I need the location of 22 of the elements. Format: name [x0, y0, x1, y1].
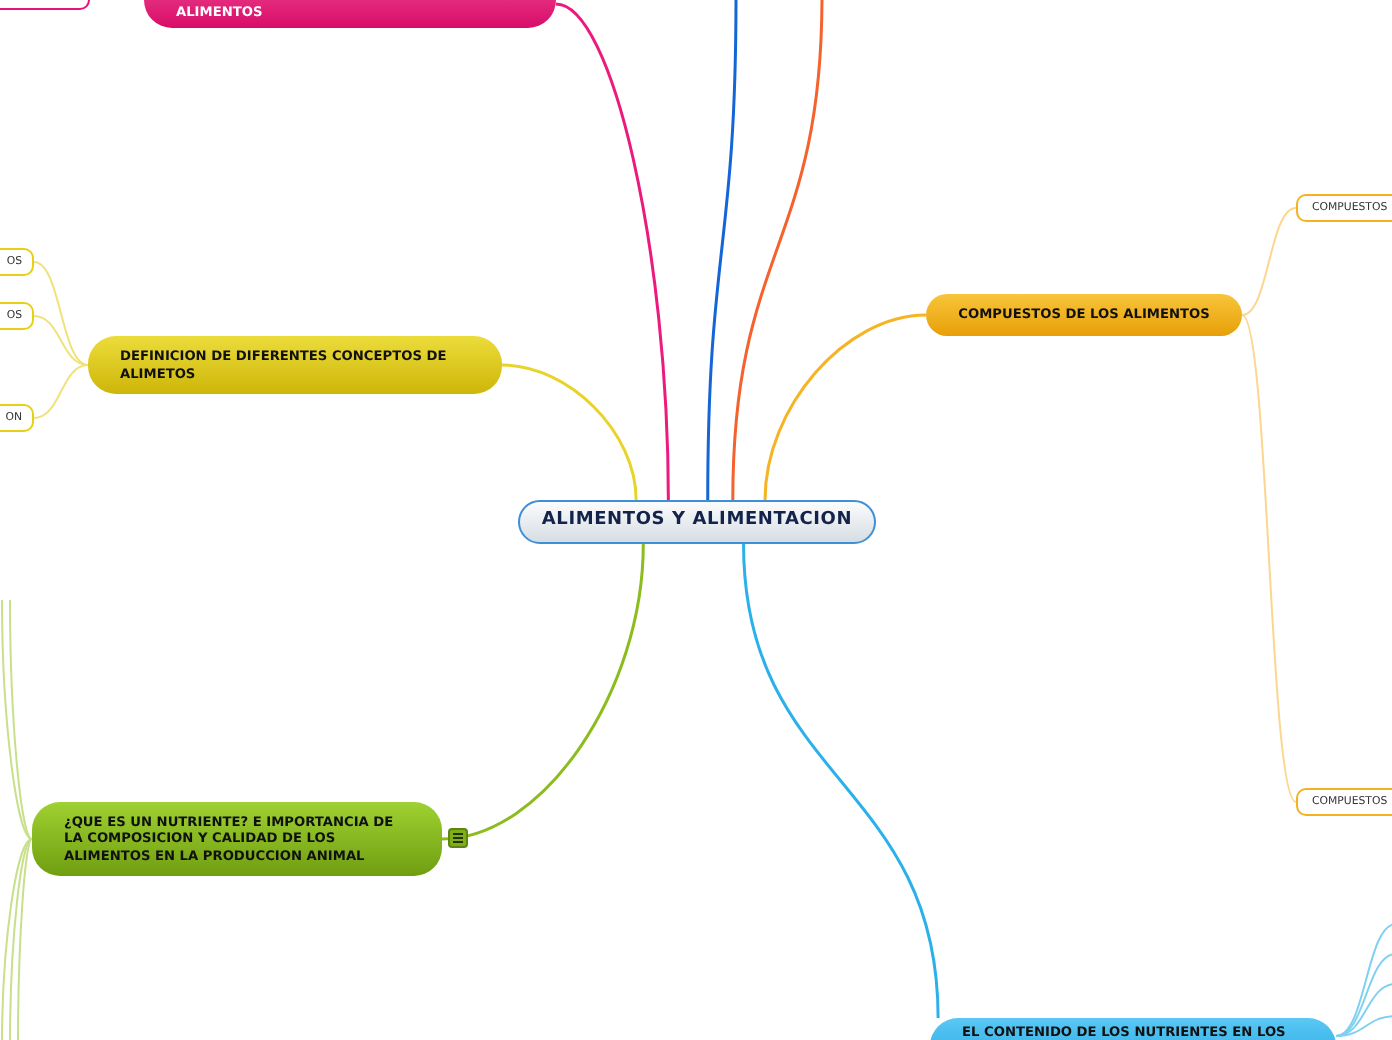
branch-line: [17, 838, 33, 1040]
branch-line: [9, 599, 33, 840]
branch-line: [9, 838, 33, 1040]
branch-line: [33, 261, 89, 366]
branch-line: [33, 364, 89, 419]
branch-line: [441, 543, 645, 841]
branch-line: [706, 0, 738, 500]
branch-line: [501, 363, 638, 501]
branch-line: [1335, 923, 1392, 1037]
central-topic: ALIMENTOS Y ALIMENTACION: [518, 500, 876, 544]
branch-line: [1335, 1015, 1392, 1037]
branch-line: [33, 315, 89, 366]
branch-line: [1, 599, 33, 840]
branch-line: [1241, 207, 1297, 316]
branch-line: [742, 543, 940, 1019]
branch-line: [731, 0, 824, 501]
branch-line: [1241, 314, 1297, 803]
branch-line: [1, 838, 33, 1040]
branch-line: [1335, 953, 1392, 1037]
branch-line: [1335, 983, 1392, 1037]
branch-line: [763, 313, 927, 501]
branch-line: [555, 2, 670, 501]
